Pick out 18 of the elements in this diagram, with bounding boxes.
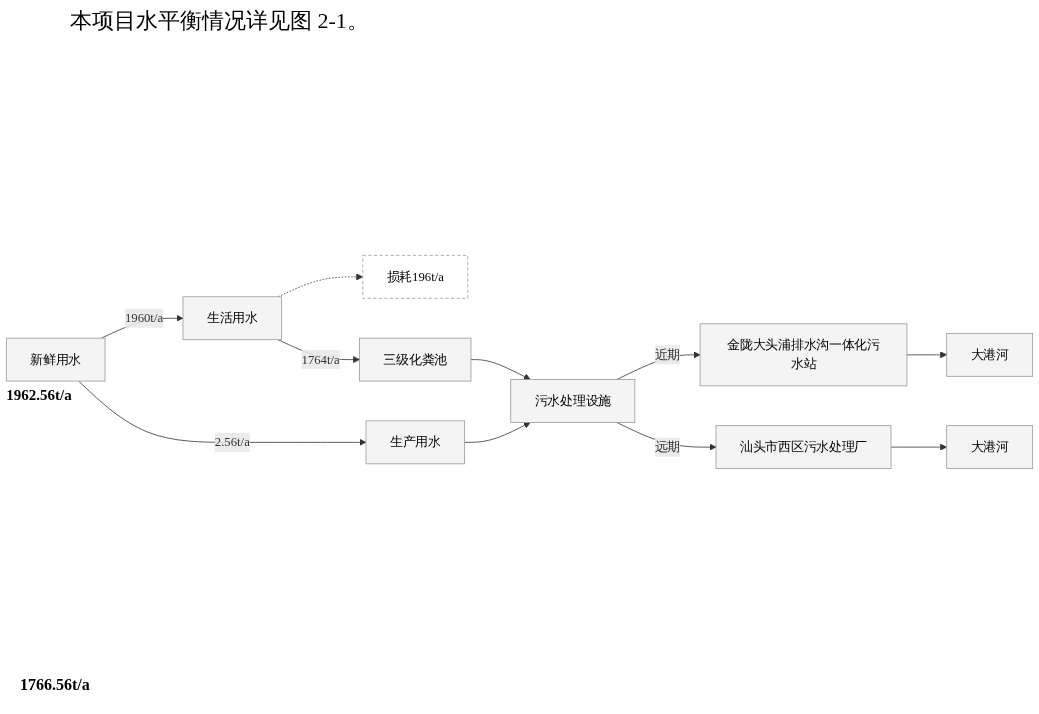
node-box: 汕头市西区污水处理厂 [715, 425, 892, 469]
node-caption: 1962.56t/a [6, 387, 72, 405]
node-box: 金陇大头浦排水沟一体化污水站 [699, 323, 908, 387]
node-box: 新鲜用水 [5, 337, 106, 382]
node-box: 大港河 [946, 332, 1034, 377]
edge-label: 1764t/a [301, 352, 340, 366]
node-box: 生活用水 [182, 296, 283, 341]
edge-label: 2.56t/a [214, 435, 250, 449]
node-box: 生产用水 [365, 420, 465, 465]
flow-amount-label: 1766.56t/a [20, 676, 90, 694]
node-box: 大港河 [946, 425, 1034, 469]
node-box: 三级化粪池 [359, 337, 472, 382]
edge-label: 1960t/a [124, 311, 164, 325]
node-box: 污水处理设施 [510, 379, 636, 423]
edge-label: 近期 [654, 347, 681, 362]
node-box: 损耗196t/a [362, 255, 469, 299]
edge-label: 远期 [654, 439, 681, 454]
intro-sentence: 本项目水平衡情况详见图 2-1。 [69, 7, 370, 35]
